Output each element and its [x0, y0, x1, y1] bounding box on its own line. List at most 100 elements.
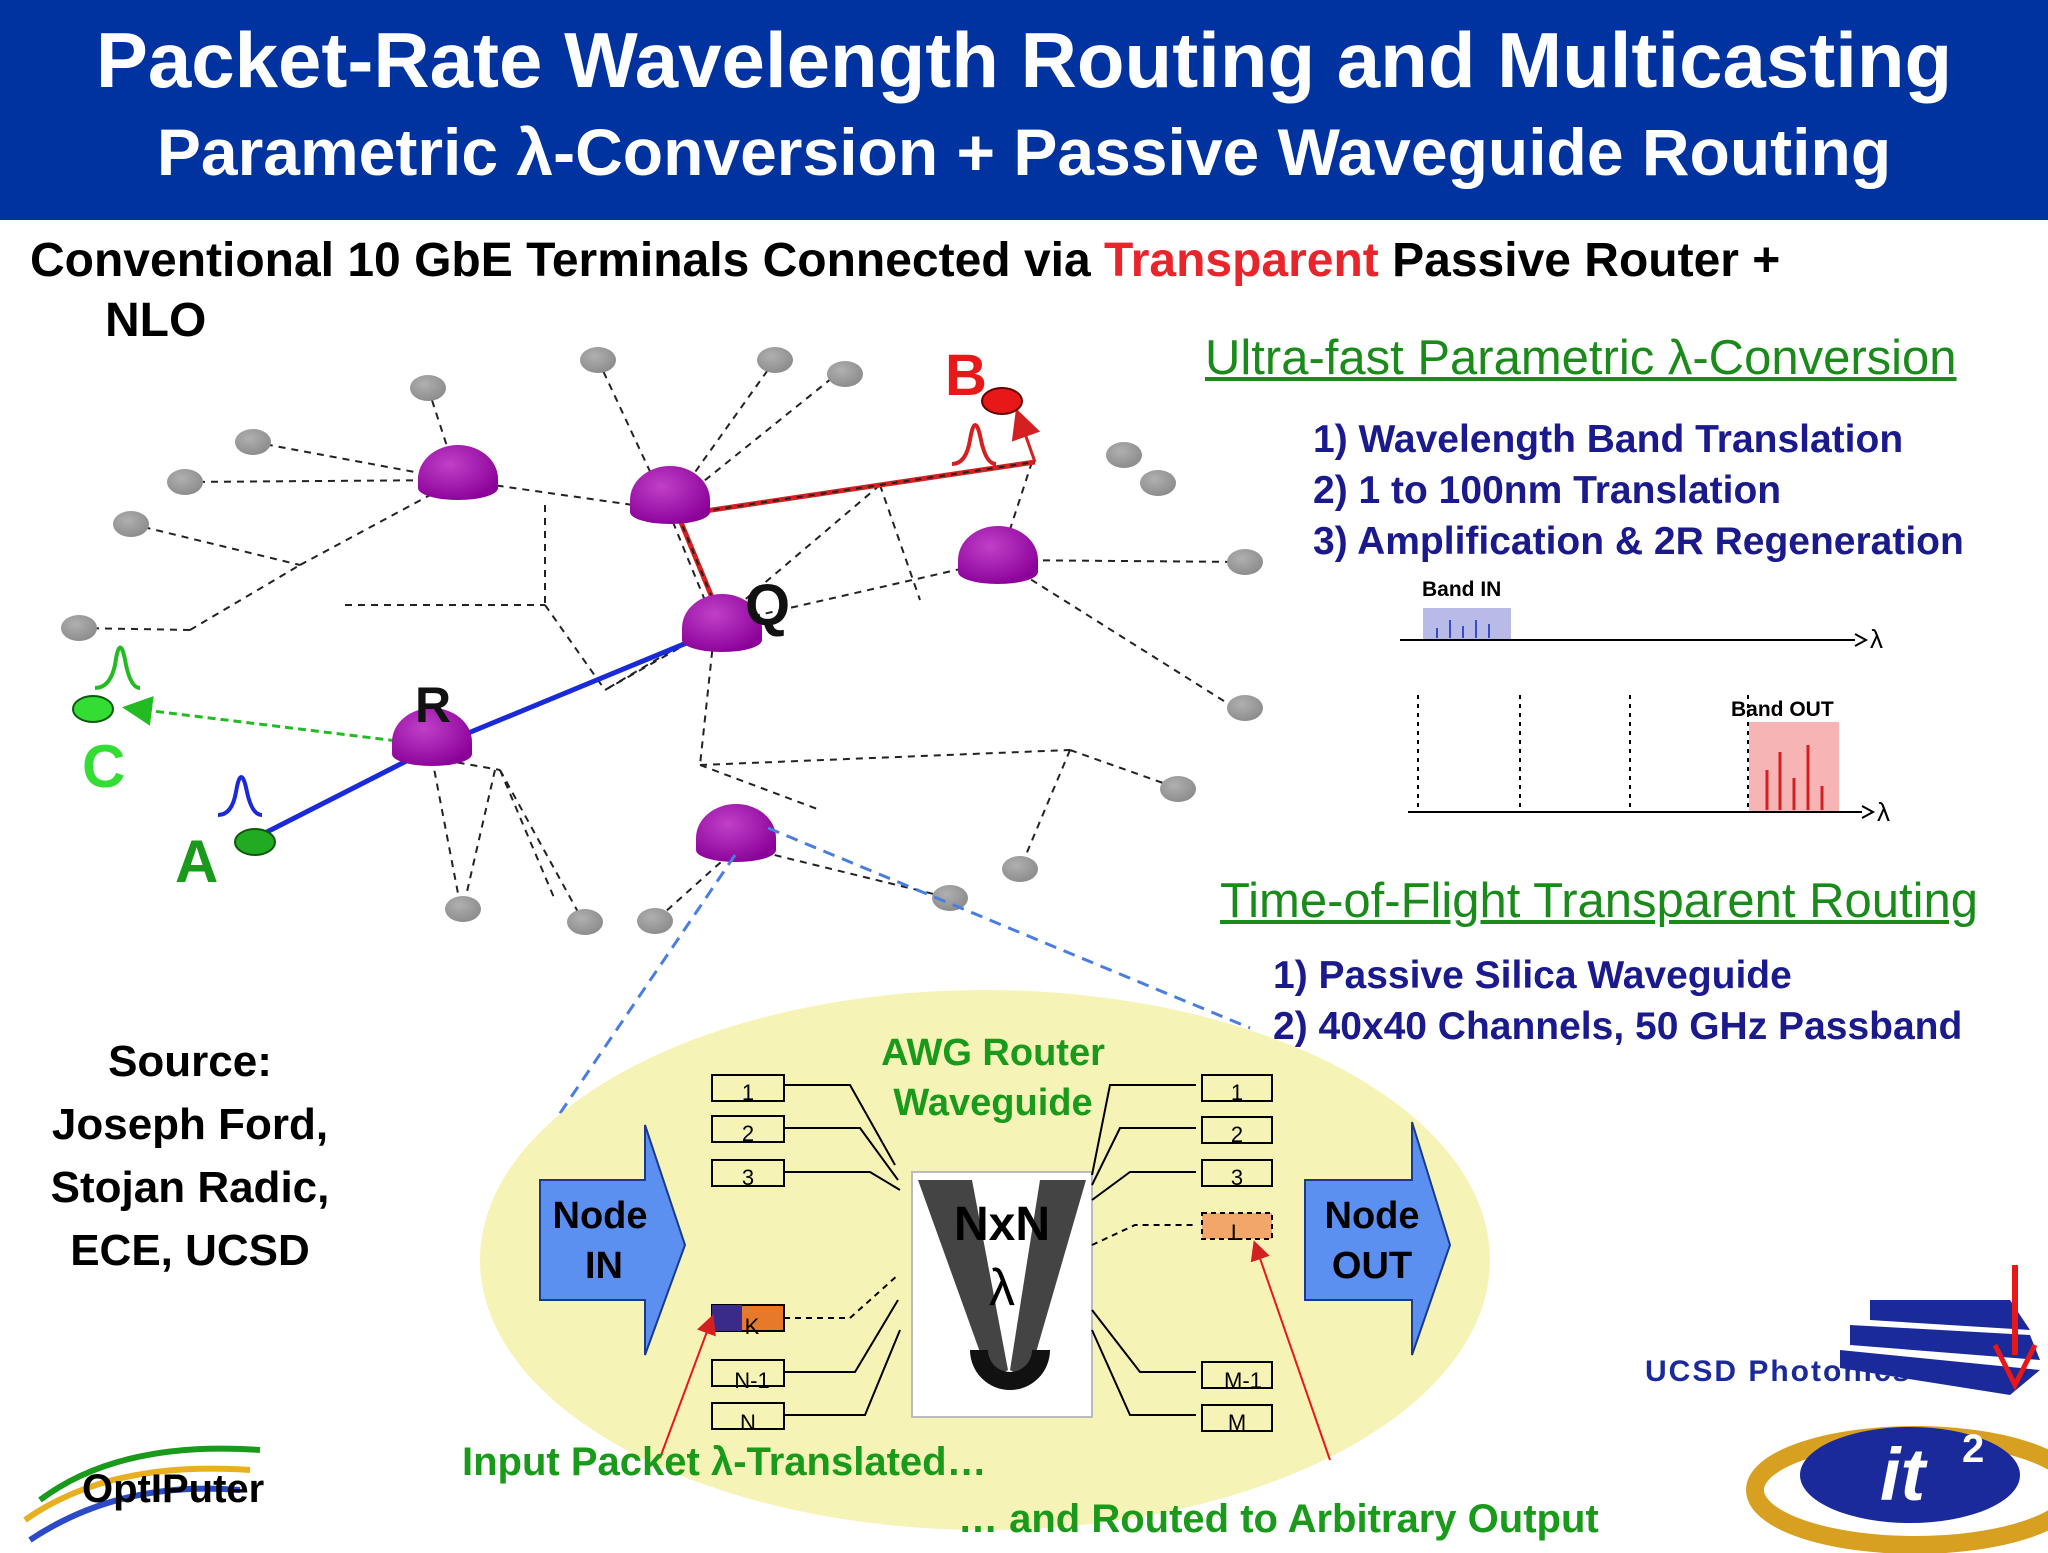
lambda-axis-label: λ — [1870, 624, 1883, 654]
pointer-arrow — [659, 1314, 716, 1459]
router-node — [958, 526, 1038, 584]
terminal-node — [567, 909, 603, 935]
awg-label-2: Waveguide — [893, 1082, 1092, 1124]
ucsd-photonics-logo: UCSD Photonics — [1645, 1265, 2040, 1395]
terminal-node — [1227, 695, 1263, 721]
pulse-icon — [94, 645, 141, 690]
intro-line: Conventional 10 GbE Terminals Connected … — [30, 232, 1780, 290]
router-node — [696, 804, 776, 862]
node-in-label-2: IN — [585, 1245, 623, 1287]
source-line: ECE, UCSD — [70, 1226, 310, 1275]
awg-chip: NxN λ — [911, 1171, 1093, 1418]
routing-list: 1) Passive Silica Waveguide 2) 40x40 Cha… — [1273, 950, 1962, 1052]
source-line: Stojan Radic, — [50, 1163, 330, 1212]
slide-title: Packet-Rate Wavelength Routing and Multi… — [95, 16, 1953, 104]
output-port-label: L — [1231, 1220, 1243, 1245]
label-b: B — [945, 343, 987, 408]
source-line: Joseph Ford, — [51, 1100, 329, 1149]
input-port-label: 1 — [742, 1080, 754, 1105]
band-in-label: Band IN — [1422, 578, 1501, 601]
label-a: A — [175, 828, 218, 895]
terminal-nodes — [61, 347, 1263, 935]
node-in-label: Node — [553, 1195, 648, 1237]
input-port-label: 2 — [742, 1121, 754, 1146]
conversion-item: 1) Wavelength Band Translation — [1313, 418, 1904, 461]
terminal-node — [932, 885, 968, 911]
terminal-a — [234, 828, 276, 856]
intro-text-2: Passive Router + — [1378, 234, 1781, 287]
terminal-node — [113, 511, 149, 537]
terminal-node — [1140, 470, 1176, 496]
conversion-item: 3) Amplification & 2R Regeneration — [1313, 520, 1964, 563]
terminal-node — [1106, 442, 1142, 468]
input-port-label: N-1 — [734, 1368, 769, 1393]
chip-connections — [784, 1084, 1196, 1416]
terminal-node — [1002, 856, 1038, 882]
band-out-label: Band OUT — [1731, 698, 1834, 721]
node-out-label-2: OUT — [1332, 1245, 1412, 1287]
terminal-b — [981, 387, 1023, 415]
lambda-label: λ — [989, 1259, 1015, 1317]
router-node — [630, 466, 710, 524]
zoom-line — [767, 826, 1251, 1030]
it2-logo: it 2 — [1746, 1426, 2048, 1553]
node-out-arrow — [1304, 1121, 1452, 1356]
router-node — [417, 445, 498, 500]
pulse-icon — [217, 775, 263, 817]
source-line: Source: — [108, 1037, 272, 1086]
routing-item: 1) Passive Silica Waveguide — [1273, 954, 1792, 997]
input-port-label: 3 — [742, 1165, 754, 1190]
output-port-label: M — [1228, 1410, 1246, 1435]
terminal-node — [580, 347, 616, 373]
terminal-c — [72, 695, 114, 723]
terminal-node — [827, 361, 863, 387]
routing-item: 2) 40x40 Channels, 50 GHz Passband — [1273, 1005, 1963, 1048]
conversion-item: 2) 1 to 100nm Translation — [1313, 469, 1782, 512]
conversion-list: 1) Wavelength Band Translation 2) 1 to 1… — [1313, 414, 1964, 567]
path-a-to-q — [431, 627, 719, 751]
caption-output: … and Routed to Arbitrary Output — [958, 1497, 1599, 1541]
terminal-node — [445, 896, 481, 922]
output-port-label: 1 — [1231, 1080, 1243, 1105]
conversion-heading: Ultra-fast Parametric λ-Conversion — [1205, 331, 1957, 385]
intro-text-1: Conventional 10 GbE Terminals Connected … — [30, 234, 1105, 287]
lambda-axis-label: λ — [1877, 797, 1890, 827]
terminal-node — [757, 347, 793, 373]
router-node-q — [682, 594, 762, 652]
label-c: C — [82, 733, 125, 800]
label-r: R — [415, 677, 451, 733]
band-diagram: Band IN λ λ Band OUT — [1400, 578, 1890, 827]
routing-heading: Time-of-Flight Transparent Routing — [1220, 874, 1978, 928]
node-in-arrow — [539, 1124, 687, 1356]
it2-text: it — [1880, 1433, 1929, 1516]
zoom-line — [523, 854, 737, 1166]
source-credit: Source: Joseph Ford, Stojan Radic, ECE, … — [30, 1030, 350, 1282]
router-nodes — [392, 445, 1038, 862]
route-paths — [122, 408, 1041, 841]
output-ports: 1 2 3 L M-1 M — [1201, 1074, 1273, 1435]
input-port-label: N — [740, 1410, 756, 1435]
pointer-arrow — [1250, 1240, 1331, 1461]
intro-line-2: NLO — [105, 294, 207, 347]
terminal-node — [235, 429, 271, 455]
awg-label: AWG Router — [881, 1032, 1105, 1074]
pulse-icon — [951, 423, 997, 466]
terminal-node — [637, 908, 673, 934]
title-banner — [0, 0, 2048, 220]
router-node-r — [392, 708, 472, 766]
terminal-node — [1227, 549, 1263, 575]
path-r-to-c — [122, 696, 423, 746]
node-out-label: Node — [1325, 1195, 1420, 1237]
output-port-label: M-1 — [1224, 1368, 1262, 1393]
terminal-node — [410, 375, 446, 401]
caption-input: Input Packet λ-Translated… — [462, 1440, 987, 1484]
terminal-node — [167, 469, 203, 495]
output-port-label: 2 — [1231, 1122, 1243, 1147]
terminal-node — [61, 615, 97, 641]
optiputer-logo-text: OptIPuter — [82, 1467, 264, 1511]
terminal-node — [1160, 776, 1196, 802]
slide-subtitle: Parametric λ-Conversion + Passive Wavegu… — [156, 115, 1892, 189]
label-q: Q — [745, 573, 790, 638]
optiputer-logo: OptIPuter — [23, 1445, 264, 1543]
